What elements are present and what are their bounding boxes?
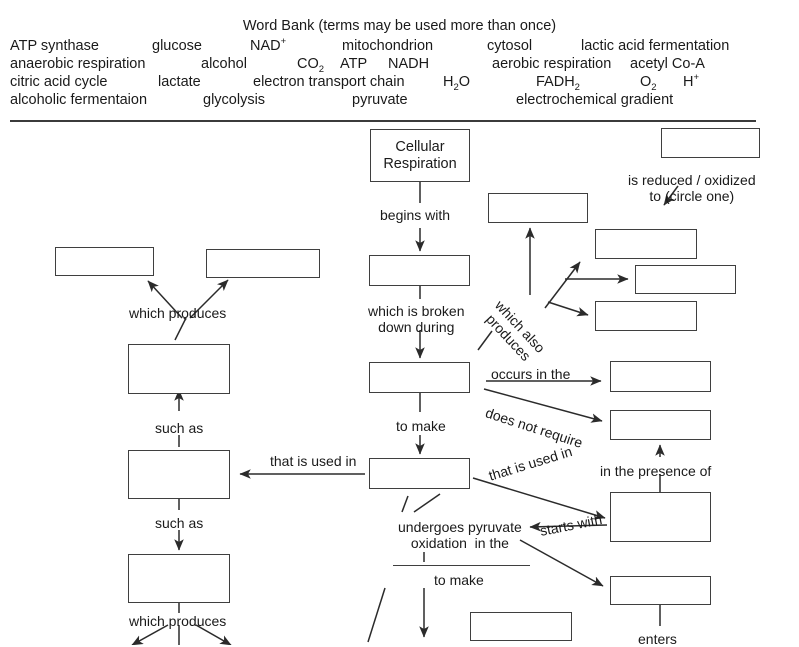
fill-in-blank-line[interactable] [393, 565, 530, 566]
word-bank-term[interactable]: acetyl Co-A [630, 56, 705, 72]
answer-blank-box[interactable] [369, 362, 470, 393]
word-bank-term[interactable]: lactic acid fermentation [581, 38, 730, 54]
connector-label-occurs-in-the: occurs in the [491, 366, 571, 382]
word-bank-term[interactable]: FADH2 [536, 74, 580, 93]
word-bank-term[interactable]: glycolysis [203, 92, 266, 108]
answer-blank-box[interactable] [661, 128, 760, 158]
connector-label-in-the-presence-of: in the presence of [600, 463, 712, 479]
answer-blank-box[interactable] [610, 361, 711, 392]
answer-blank-box[interactable] [128, 450, 230, 499]
connector-label-such-as-lower: such as [155, 515, 204, 531]
connector-label-begins-with: begins with [380, 207, 451, 223]
word-bank-term[interactable]: electrochemical gradient [516, 92, 674, 108]
connector-label-enters: enters [638, 631, 677, 647]
answer-blank-box[interactable] [488, 193, 588, 223]
word-bank-term[interactable]: NAD+ [250, 36, 287, 54]
word-bank-term[interactable]: lactate [158, 74, 201, 90]
word-bank-term[interactable]: alcohol [201, 56, 247, 72]
word-bank-term[interactable]: mitochondrion [342, 38, 434, 54]
word-bank-term[interactable]: cytosol [487, 38, 533, 54]
connector-label-to-make-center: to make [396, 418, 446, 434]
word-bank-divider [10, 120, 756, 122]
answer-blank-box[interactable] [635, 265, 736, 294]
word-bank-term[interactable]: O2 [640, 74, 657, 93]
word-bank-term[interactable]: anaerobic respiration [10, 56, 146, 72]
answer-blank-box[interactable] [610, 492, 711, 542]
answer-blank-box[interactable] [369, 458, 470, 489]
connector-label-such-as-upper: such as [155, 420, 204, 436]
connector-label-that-is-used-in-left: that is used in [270, 453, 357, 469]
word-bank-term[interactable]: H2O [443, 74, 471, 93]
answer-blank-box[interactable] [610, 576, 711, 605]
word-bank-term[interactable]: ATP synthase [10, 38, 99, 54]
word-bank-term[interactable]: pyruvate [352, 92, 408, 108]
answer-blank-box[interactable] [369, 255, 470, 286]
word-bank-term[interactable]: CO2 [297, 56, 325, 75]
word-bank-term[interactable]: NADH [388, 56, 430, 72]
word-bank-term[interactable]: ATP [340, 56, 368, 72]
answer-blank-box[interactable] [470, 612, 572, 641]
answer-blank-box[interactable] [128, 554, 230, 603]
answer-blank-box[interactable] [610, 410, 711, 440]
word-bank-title: Word Bank (terms may be used more than o… [242, 18, 557, 34]
word-bank-term[interactable]: glucose [152, 38, 202, 54]
word-bank-term[interactable]: H+ [683, 72, 700, 90]
word-bank-term[interactable]: alcoholic fermentaion [10, 92, 148, 108]
answer-blank-box[interactable] [128, 344, 230, 394]
word-bank-term[interactable]: aerobic respiration [492, 56, 612, 72]
connector-label-which-produces-top: which produces [129, 305, 227, 321]
answer-blank-box[interactable] [206, 249, 320, 278]
connector-label-to-make-lower: to make [434, 572, 484, 588]
connector-label-that-is-used-in-right: that is used in [486, 443, 574, 484]
connector-label-which-produces-bottom: which produces [129, 613, 227, 629]
answer-blank-box[interactable] [595, 229, 697, 259]
connector-label-starts-with: starts with [538, 511, 604, 539]
answer-blank-box[interactable] [595, 301, 697, 331]
answer-blank-box[interactable] [55, 247, 154, 276]
word-bank-term[interactable]: electron transport chain [253, 74, 405, 90]
word-bank-term[interactable]: citric acid cycle [10, 74, 108, 90]
